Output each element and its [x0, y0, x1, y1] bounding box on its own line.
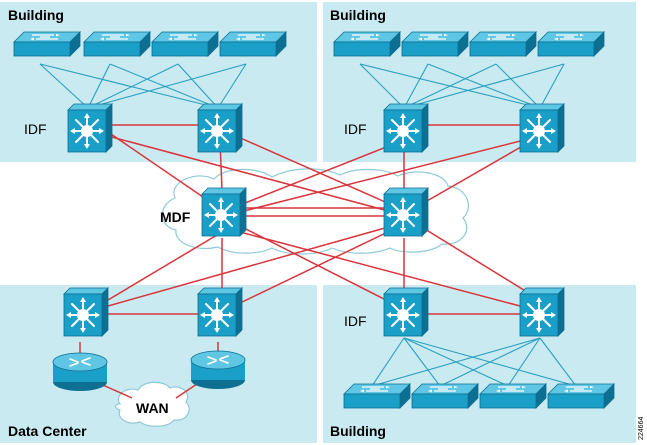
- access-switch-icon: [547, 383, 615, 409]
- multilayer-switch-icon: [197, 287, 243, 337]
- multilayer-switch-icon: [519, 287, 565, 337]
- multilayer-switch-icon: [383, 187, 429, 237]
- access-switch-icon: [537, 31, 605, 57]
- access-switch-icon: [333, 31, 401, 57]
- idf-label-top-right: IDF: [344, 121, 367, 137]
- mdf-label: MDF: [160, 209, 191, 225]
- access-switch-icon: [13, 31, 81, 57]
- data-center-label: Data Center: [8, 423, 87, 439]
- access-switch-icon: [83, 31, 151, 57]
- access-switch-icon: [469, 31, 537, 57]
- access-switch-icon: [479, 383, 547, 409]
- building-zone-bottom-right: [323, 285, 636, 443]
- multilayer-switch-icon: [63, 287, 109, 337]
- access-switch-icon: [411, 383, 479, 409]
- wan-label: WAN: [136, 400, 169, 416]
- multilayer-switch-icon: [67, 103, 113, 153]
- building-label-top-left: Building: [8, 7, 64, 23]
- multilayer-switch-icon: [383, 287, 429, 337]
- router-icon: [52, 352, 108, 392]
- multilayer-switch-icon: [201, 187, 247, 237]
- multilayer-switch-icon: [383, 103, 429, 153]
- access-switch-icon: [343, 383, 411, 409]
- building-label-top-right: Building: [330, 7, 386, 23]
- router-icon: [190, 350, 246, 390]
- idf-label-top-left: IDF: [24, 121, 47, 137]
- idf-label-bottom-right: IDF: [344, 313, 367, 329]
- access-links-top-left: [39, 63, 247, 109]
- building-zone-top-left: [0, 2, 317, 162]
- figure-id-label: 224664: [638, 417, 645, 440]
- building-label-bottom-right: Building: [330, 423, 386, 439]
- core-links: [107, 124, 541, 315]
- access-switch-icon: [219, 31, 287, 57]
- access-links-top-right: [359, 63, 565, 109]
- wan-cloud-icon: [114, 381, 190, 427]
- access-links-bottom-right: [371, 337, 577, 387]
- building-zone-top-right: [323, 2, 636, 162]
- access-switch-icon: [401, 31, 469, 57]
- access-switch-icon: [151, 31, 219, 57]
- multilayer-switch-icon: [519, 103, 565, 153]
- multilayer-switch-icon: [197, 103, 243, 153]
